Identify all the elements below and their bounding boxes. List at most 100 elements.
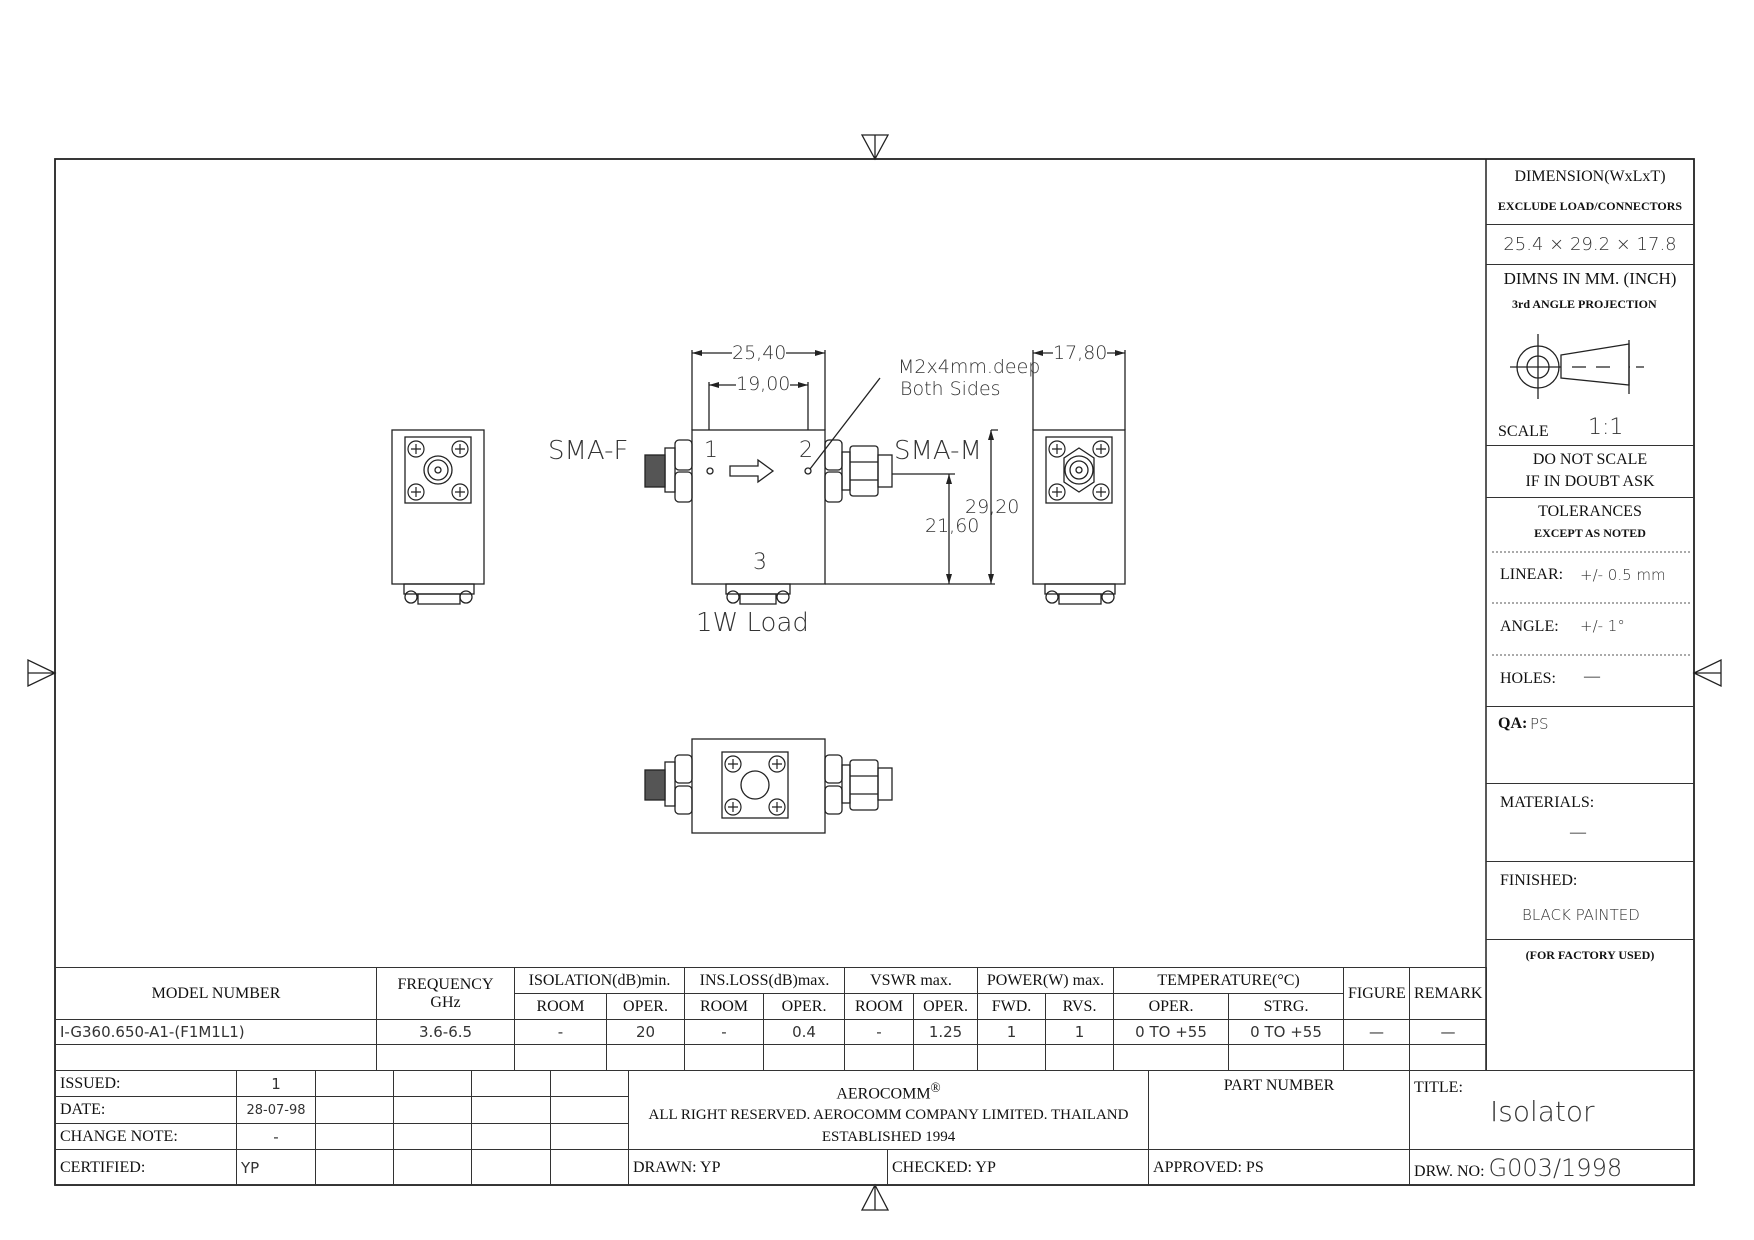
- header-insloss: INS.LOSS(dB)max.: [684, 967, 846, 994]
- cell-vswr-room: -: [844, 1019, 915, 1045]
- finished-section: FINISHED: BLACK PAINTED: [1486, 862, 1694, 940]
- dim-port-height: 21,60: [925, 515, 980, 537]
- holes-value: —: [1584, 668, 1600, 685]
- cell-power-rvs: 1: [1045, 1019, 1115, 1045]
- header-vswr: VSWR max.: [844, 967, 979, 994]
- dim-thickness: 17,80: [1053, 342, 1108, 364]
- angle-label: ANGLE:: [1500, 618, 1559, 635]
- dimension-value: 25.4 × 29.2 × 17.8: [1503, 234, 1677, 255]
- qa-label: QA:: [1498, 715, 1528, 732]
- drawn-by: DRAWN: YP: [628, 1149, 888, 1186]
- materials-value: —: [1570, 824, 1586, 841]
- registered-mark: ®: [930, 1080, 941, 1095]
- cell-insloss-room: -: [684, 1019, 765, 1045]
- do-not-scale-section: DO NOT SCALE IF IN DOUBT ASK: [1486, 446, 1694, 498]
- certified-label: CERTIFIED:: [55, 1149, 237, 1186]
- cell-frequency: 3.6-6.5: [376, 1019, 515, 1045]
- sub-rvs: RVS.: [1045, 993, 1115, 1020]
- tolerances-section: TOLERANCES EXCEPT AS NOTED LINEAR: +/- 0…: [1486, 498, 1694, 707]
- issued-label: ISSUED:: [55, 1070, 237, 1097]
- centering-marks: [27, 134, 1722, 1211]
- title-block: ISSUED: 1 AEROCOMM® ALL RIGHT RESERVED. …: [55, 1070, 1696, 1186]
- checked-by: CHECKED: YP: [886, 1149, 1150, 1186]
- change-note-value: -: [236, 1123, 316, 1150]
- tolerances-title: TOLERANCES: [1538, 503, 1642, 520]
- title-value: Isolator: [1490, 1095, 1595, 1128]
- drawing-number-value: G003/1998: [1488, 1153, 1623, 1182]
- header-figure: FIGURE: [1343, 967, 1411, 1020]
- sma-m-label: SMA-M: [894, 436, 982, 466]
- approved-by: APPROVED: PS: [1148, 1149, 1411, 1186]
- cell-vswr-oper: 1.25: [913, 1019, 979, 1045]
- projection-section: DIMNS IN MM. (INCH) 3rd ANGLE PROJECTION…: [1486, 265, 1694, 446]
- dim-holes: 19,00: [736, 373, 791, 395]
- company-name: AEROCOMM: [836, 1085, 931, 1103]
- header-model: MODEL NUMBER: [55, 967, 377, 1020]
- table-row: I-G360.650-A1-(F1M1L1) 3.6-6.5 - 20 - 0.…: [55, 1019, 1488, 1045]
- sub-fwd: FWD.: [977, 993, 1047, 1020]
- sub-room: ROOM: [844, 993, 915, 1020]
- port-3-label: 3: [753, 550, 767, 575]
- issued-value: 1: [236, 1070, 316, 1097]
- cell-figure: —: [1343, 1019, 1411, 1045]
- cell-power-fwd: 1: [977, 1019, 1047, 1045]
- linear-label: LINEAR:: [1500, 566, 1564, 583]
- dimension-value-section: 25.4 × 29.2 × 17.8: [1486, 225, 1694, 265]
- finished-value: BLACK PAINTED: [1522, 906, 1640, 924]
- port-2-label: 2: [799, 438, 813, 463]
- sma-f-label: SMA-F: [548, 436, 629, 466]
- header-remark: REMARK: [1409, 967, 1488, 1020]
- finished-label: FINISHED:: [1500, 872, 1578, 889]
- title-cell: TITLE: Isolator: [1409, 1070, 1696, 1150]
- main-front-view: [644, 350, 1126, 605]
- sub-oper: OPER.: [605, 993, 686, 1020]
- cell-isolation-room: -: [514, 1019, 607, 1045]
- sub-room: ROOM: [684, 993, 765, 1020]
- linear-value: +/- 0.5 mm: [1580, 566, 1666, 584]
- change-note-label: CHANGE NOTE:: [55, 1123, 237, 1150]
- established-text: ESTABLISHED 1994: [821, 1129, 956, 1146]
- materials-label: MATERIALS:: [1500, 794, 1595, 811]
- title-label: TITLE:: [1414, 1079, 1463, 1096]
- empty-row: [55, 1044, 1488, 1071]
- sub-oper: OPER.: [913, 993, 979, 1020]
- right-end-view: [1032, 429, 1126, 605]
- note-line-1: M2x4mm.deep: [898, 356, 1041, 378]
- dimension-section: DIMENSION(WxLxT) EXCLUDE LOAD/CONNECTORS: [1486, 159, 1694, 225]
- cell-isolation-oper: 20: [605, 1019, 686, 1045]
- cell-remark: —: [1409, 1019, 1488, 1045]
- scale-value: 1:1: [1588, 415, 1624, 440]
- projection-label: 3rd ANGLE PROJECTION: [1512, 297, 1657, 311]
- dim-width: 25,40: [732, 342, 787, 364]
- cell-model: I-G360.650-A1-(F1M1L1): [55, 1019, 377, 1045]
- dimension-sub: EXCLUDE LOAD/CONNECTORS: [1497, 199, 1683, 213]
- tolerances-sub: EXCEPT AS NOTED: [1534, 526, 1646, 540]
- header-isolation: ISOLATION(dB)min.: [513, 967, 686, 994]
- sub-oper: OPER.: [1113, 993, 1230, 1020]
- dim-length: 29,20: [965, 496, 1020, 518]
- dimension-title: DIMENSION(WxLxT): [1514, 168, 1666, 185]
- company-info: AEROCOMM® ALL RIGHT RESERVED. AEROCOMM C…: [627, 1070, 1150, 1150]
- third-angle-projection-icon: [1510, 334, 1644, 399]
- materials-section: MATERIALS: —: [1486, 784, 1694, 862]
- do-not-scale-2: IF IN DOUBT ASK: [1525, 473, 1655, 490]
- date-value: 28-07-98: [236, 1096, 316, 1124]
- bottom-view: [644, 738, 893, 834]
- part-number-label: PART NUMBER: [1148, 1070, 1411, 1150]
- note-line-2: Both Sides: [900, 378, 1001, 400]
- load-label: 1W Load: [696, 608, 809, 638]
- cell-temp-oper: 0 TO +55: [1113, 1019, 1230, 1045]
- angle-value: +/- 1°: [1580, 617, 1625, 635]
- qa-section: QA: PS: [1486, 707, 1694, 784]
- port-1-label: 1: [704, 438, 718, 463]
- sub-strg: STRG.: [1228, 993, 1345, 1020]
- do-not-scale-1: DO NOT SCALE: [1532, 451, 1648, 468]
- date-label: DATE:: [55, 1096, 237, 1124]
- header-temperature: TEMPERATURE(°C): [1113, 967, 1345, 994]
- drawing-number: DRW. NO: G003/1998: [1409, 1149, 1696, 1186]
- scale-label: SCALE: [1498, 423, 1549, 440]
- sub-room: ROOM: [514, 993, 607, 1020]
- qa-value: PS: [1530, 715, 1549, 733]
- factory-note: (FOR FACTORY USED): [1525, 948, 1655, 962]
